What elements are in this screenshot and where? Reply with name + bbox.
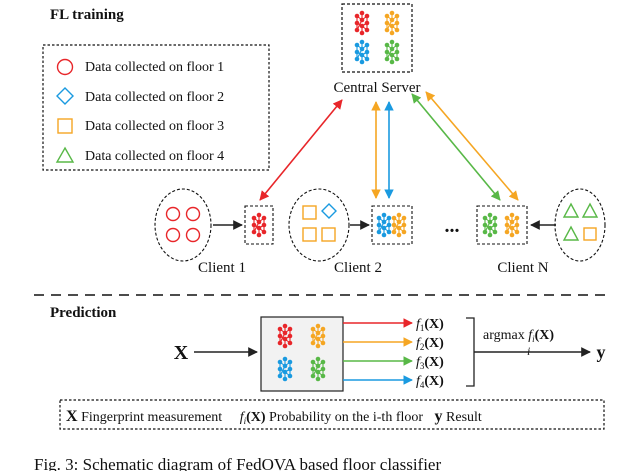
- legend-square-icon: [57, 118, 73, 134]
- notation-box: [59, 399, 605, 430]
- server-model-orange-icon: [384, 10, 400, 36]
- server-model-red-icon: [354, 10, 370, 36]
- ensemble-model-box: [260, 316, 344, 392]
- client1-data-circle-icon: [185, 227, 201, 243]
- notation-x-text: Fingerprint measurement: [81, 410, 222, 425]
- data-legend: Data collected on floor 1 Data collected…: [42, 44, 270, 171]
- client2-model-blue-icon: [376, 212, 392, 238]
- notation-x-symbol: X: [66, 408, 78, 425]
- notation-legend: X Fingerprint measurement fi(X) Probabil…: [66, 408, 482, 426]
- legend-label-floor3: Data collected on floor 3: [85, 119, 224, 134]
- legend-label-floor4: Data collected on floor 4: [85, 149, 224, 164]
- output-label-4: f4(X): [416, 374, 444, 390]
- client1-data-ellipse: [154, 188, 212, 262]
- clientn-data-ellipse: [554, 188, 606, 262]
- output-label-1: f1(X): [416, 317, 444, 333]
- client2-data-ellipse: [288, 188, 350, 262]
- client2-data-diamond-icon: [321, 203, 337, 219]
- input-symbol: X: [174, 342, 189, 364]
- clients-ellipsis: ...: [445, 215, 460, 237]
- figure-caption: Fig. 3: Schematic diagram of FedOVA base…: [34, 455, 441, 471]
- legend-triangle-icon: [55, 146, 75, 163]
- clientn-model-box: [476, 205, 528, 245]
- clientn-data-triangle-icon: [562, 225, 580, 241]
- client2-model-box: [371, 205, 413, 245]
- client-1: Client 1: [154, 188, 274, 276]
- client1-data-circle-icon: [165, 227, 181, 243]
- notation-y-text: Result: [446, 410, 482, 425]
- training-title: FL training: [50, 7, 124, 23]
- clientn-data-triangle-icon: [562, 202, 580, 218]
- svg-text:f1(X): f1(X): [416, 317, 444, 333]
- client1-data-circle-icon: [165, 206, 181, 222]
- legend-label-floor2: Data collected on floor 2: [85, 90, 224, 105]
- client2-data-square-icon: [321, 227, 336, 242]
- server-clientn-arrow-orange: [425, 91, 519, 201]
- argmax-subscript: i: [527, 344, 530, 358]
- server-model-green-icon: [384, 39, 400, 65]
- legend-label-floor1: Data collected on floor 1: [85, 60, 224, 75]
- notation-f-text: Probability on the i-th floor: [269, 410, 423, 425]
- notation-y-symbol: y: [435, 408, 443, 425]
- server-model-blue-icon: [354, 39, 370, 65]
- client1-model-red-icon: [251, 212, 267, 238]
- client1-model-box: [244, 205, 274, 245]
- svg-text:argmax fi(X): argmax fi(X): [483, 328, 554, 344]
- client2-model-orange-icon: [391, 212, 407, 238]
- server-box: [341, 3, 413, 73]
- legend-diamond-icon: [56, 87, 74, 105]
- client1-label: Client 1: [198, 260, 246, 276]
- svg-text:X Fingerprint measuremen: X Fingerprint measurement fi(X) Probabil…: [66, 408, 482, 426]
- clientn-data-square-icon: [583, 227, 597, 241]
- output-symbol: y: [597, 342, 606, 362]
- clientn-model-green-icon: [482, 212, 498, 238]
- output-label-3: f3(X): [416, 355, 444, 371]
- argmax-operator: argmax fi(X) i: [483, 328, 554, 358]
- clientn-label: Client N: [497, 260, 548, 276]
- server-clientn-arrow-green: [411, 93, 501, 201]
- svg-text:f3(X): f3(X): [416, 355, 444, 371]
- output-label-2: f2(X): [416, 336, 444, 352]
- client2-data-square-icon: [302, 205, 317, 220]
- svg-text:f2(X): f2(X): [416, 336, 444, 352]
- output-bracket: [466, 317, 475, 387]
- legend-circle-icon: [56, 58, 74, 76]
- central-server: Central Server: [333, 3, 421, 96]
- client2-data-square-icon: [302, 227, 317, 242]
- client1-data-circle-icon: [185, 206, 201, 222]
- client-2: Client 2: [288, 188, 413, 276]
- client2-label: Client 2: [334, 260, 382, 276]
- notation-f-symbol: f: [240, 410, 246, 425]
- clientn-data-triangle-icon: [581, 202, 599, 218]
- server-label: Central Server: [333, 80, 420, 96]
- server-client1-arrow: [259, 99, 343, 201]
- svg-text:f4(X): f4(X): [416, 374, 444, 390]
- client-n: Client N: [476, 188, 606, 276]
- clientn-model-orange-icon: [504, 212, 520, 238]
- prediction-title: Prediction: [50, 305, 117, 321]
